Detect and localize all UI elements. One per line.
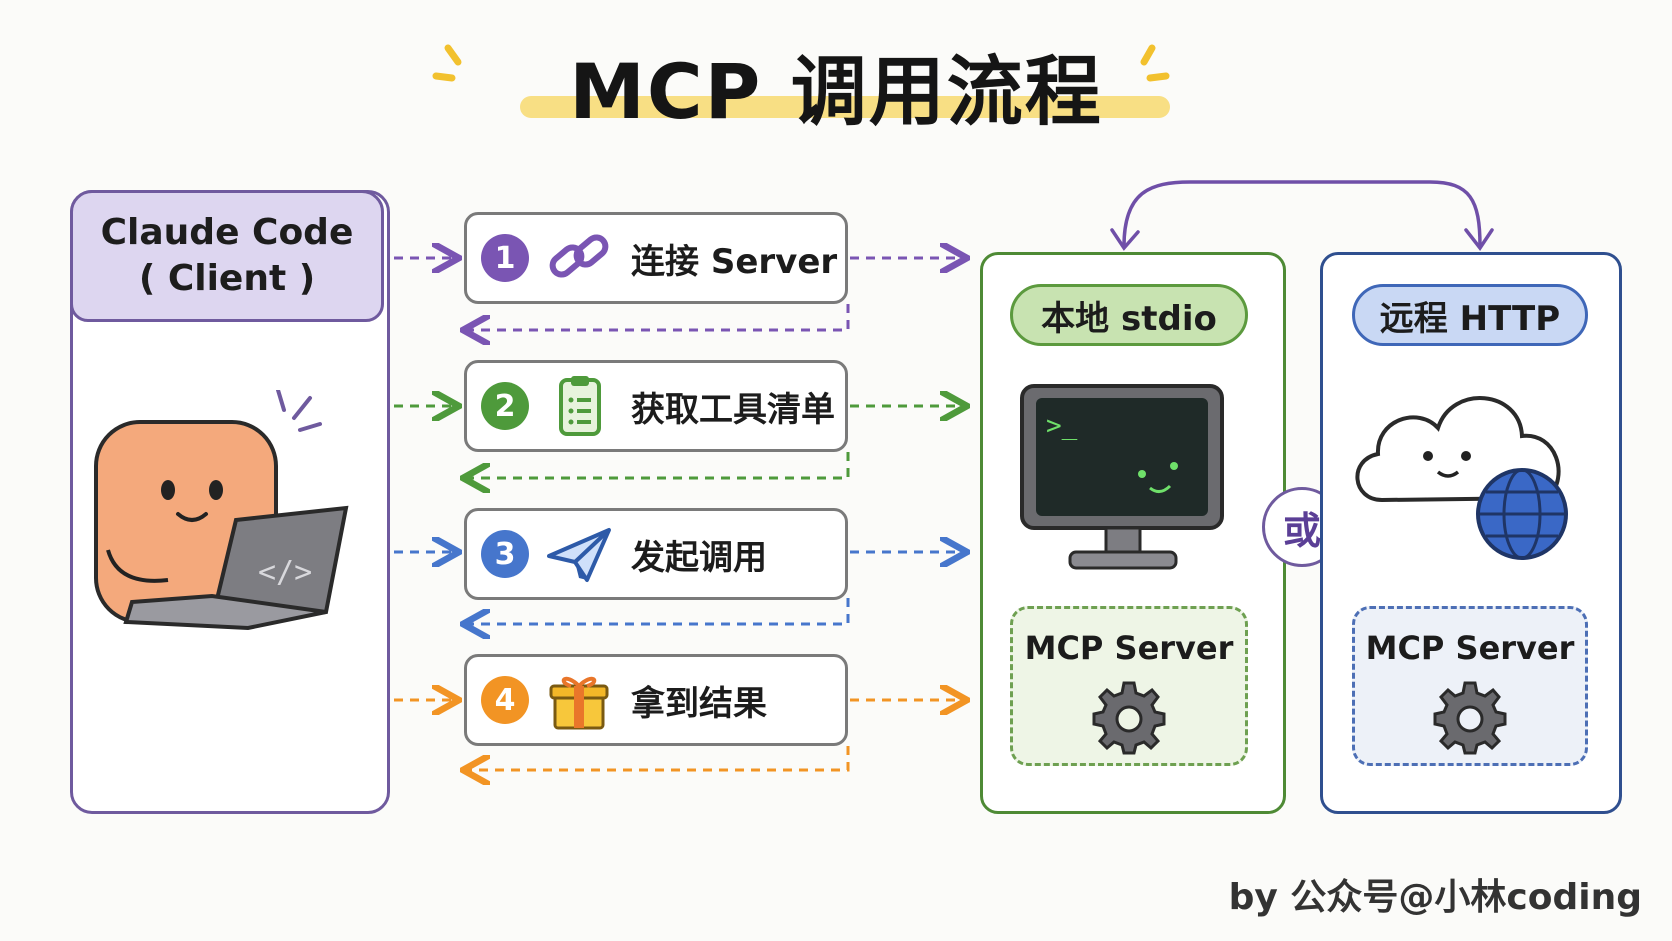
client-role: ( Client ) bbox=[138, 258, 316, 299]
clipboard-list-icon bbox=[559, 376, 601, 436]
step-connect-server: 1 连接 Server bbox=[464, 212, 848, 304]
gear-icon bbox=[1092, 681, 1166, 755]
client-name: Claude Code bbox=[100, 212, 354, 253]
step-call-tool: 3 发起调用 bbox=[464, 508, 848, 600]
step-4-label: 拿到结果 bbox=[631, 683, 767, 724]
cloud-globe-icon bbox=[1355, 396, 1568, 560]
sparkle-left-icon bbox=[432, 44, 462, 82]
step-1-label: 连接 Server bbox=[631, 241, 838, 282]
paper-plane-icon bbox=[547, 528, 611, 582]
remote-mcp-server: MCP Server bbox=[1352, 606, 1588, 766]
step-3-label: 发起调用 bbox=[631, 537, 767, 578]
svg-text:</>: </> bbox=[258, 555, 312, 590]
local-server-label: MCP Server bbox=[1024, 629, 1234, 667]
local-stdio-label: 本地 stdio bbox=[1010, 284, 1248, 346]
title-underline bbox=[520, 96, 1170, 118]
step-3-number: 3 bbox=[481, 530, 529, 578]
client-header: Claude Code ( Client ) bbox=[70, 190, 384, 322]
chain-link-icon bbox=[549, 234, 609, 278]
remote-http-label: 远程 HTTP bbox=[1352, 284, 1588, 346]
step-list-tools: 2 获取工具清单 bbox=[464, 360, 848, 452]
byline: by 公众号@小林coding bbox=[1228, 877, 1642, 918]
step-2-label: 获取工具清单 bbox=[631, 389, 835, 430]
step-1-number: 1 bbox=[481, 234, 529, 282]
step-2-number: 2 bbox=[481, 382, 529, 430]
gear-icon bbox=[1433, 681, 1507, 755]
svg-text:>_: >_ bbox=[1046, 411, 1078, 441]
robot-laptop-illustration: </> bbox=[94, 390, 349, 631]
remote-server-label: MCP Server bbox=[1365, 629, 1575, 667]
sparkle-right-icon bbox=[1140, 44, 1170, 82]
local-mcp-server: MCP Server bbox=[1010, 606, 1248, 766]
step-get-result: 4 拿到结果 bbox=[464, 654, 848, 746]
page-title: MCP 调用流程 bbox=[569, 47, 1103, 136]
gift-box-icon bbox=[549, 676, 609, 730]
terminal-monitor-icon: >_ bbox=[1020, 384, 1224, 570]
step-4-number: 4 bbox=[481, 676, 529, 724]
